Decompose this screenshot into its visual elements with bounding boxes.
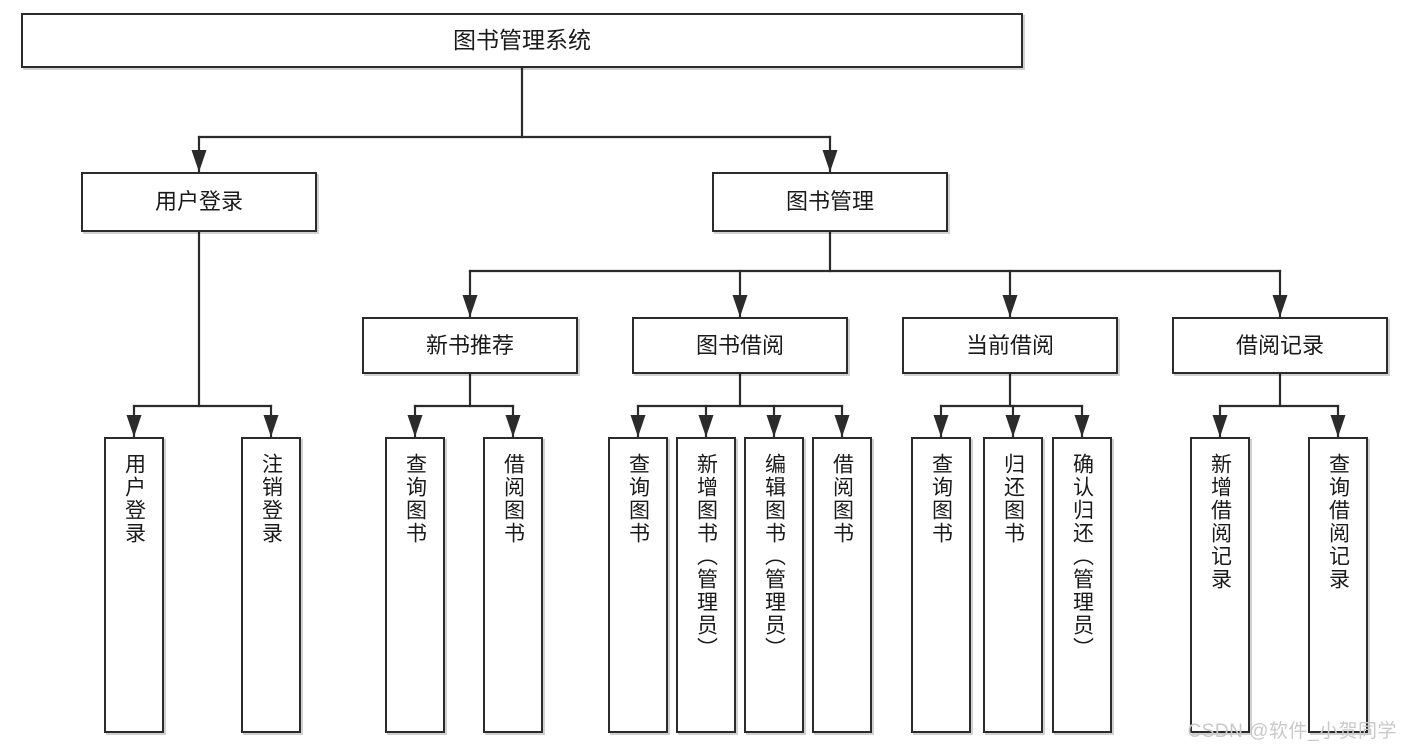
- node-borrow-record[interactable]: 借阅记录: [1172, 317, 1388, 374]
- node-leaf-borrow-book-2[interactable]: 借阅图书: [812, 437, 872, 733]
- node-label: 用户登录: [122, 453, 146, 545]
- node-label: 借阅记录: [1235, 332, 1324, 358]
- node-user-login[interactable]: 用户登录: [81, 172, 317, 232]
- node-new-book-rec[interactable]: 新书推荐: [362, 317, 578, 374]
- node-leaf-add-record[interactable]: 新增借阅记录: [1190, 437, 1250, 733]
- node-leaf-confirm-return[interactable]: 确认归还（管理员）: [1052, 437, 1112, 733]
- node-leaf-borrow-book-1[interactable]: 借阅图书: [483, 437, 543, 733]
- node-leaf-query-book-2[interactable]: 查询图书: [608, 437, 668, 733]
- arrowhead: [933, 415, 949, 437]
- node-label: 借阅图书: [501, 453, 525, 545]
- arrowhead: [630, 415, 646, 437]
- arrowhead: [1330, 415, 1346, 437]
- arrowhead: [1074, 415, 1090, 437]
- arrowhead: [462, 295, 478, 317]
- node-current-borrow[interactable]: 当前借阅: [902, 317, 1118, 374]
- node-label: 用户登录: [154, 189, 243, 215]
- arrowhead: [1212, 415, 1228, 437]
- node-label: 图书借阅: [695, 332, 784, 358]
- node-leaf-user-login[interactable]: 用户登录: [104, 437, 164, 733]
- node-leaf-query-book-3[interactable]: 查询图书: [911, 437, 971, 733]
- node-label: 注销登录: [259, 453, 283, 545]
- node-label: 查询借阅记录: [1326, 453, 1350, 591]
- node-label: 借阅图书: [830, 453, 854, 545]
- arrowhead: [732, 295, 748, 317]
- node-label: 新增借阅记录: [1208, 453, 1232, 591]
- arrowhead: [407, 415, 423, 437]
- node-label: 编辑图书（管理员）: [762, 453, 786, 660]
- node-leaf-return-book[interactable]: 归还图书: [983, 437, 1043, 733]
- arrowhead: [191, 150, 207, 172]
- arrowhead: [822, 150, 838, 172]
- arrowhead: [263, 415, 279, 437]
- node-label: 查询图书: [626, 453, 650, 545]
- node-leaf-query-book-1[interactable]: 查询图书: [385, 437, 445, 733]
- node-label: 新增图书（管理员）: [694, 453, 718, 660]
- arrowhead: [834, 415, 850, 437]
- node-leaf-edit-book[interactable]: 编辑图书（管理员）: [744, 437, 804, 733]
- arrowhead: [1272, 295, 1288, 317]
- node-book-borrow[interactable]: 图书借阅: [632, 317, 848, 374]
- arrowhead: [1005, 415, 1021, 437]
- node-book-manage[interactable]: 图书管理: [712, 172, 948, 232]
- node-root[interactable]: 图书管理系统: [21, 13, 1023, 68]
- node-label: 查询图书: [403, 453, 427, 545]
- node-leaf-logout[interactable]: 注销登录: [241, 437, 301, 733]
- node-leaf-query-record[interactable]: 查询借阅记录: [1308, 437, 1368, 733]
- arrowhead: [126, 415, 142, 437]
- arrowhead: [505, 415, 521, 437]
- node-label: 图书管理: [785, 189, 874, 215]
- node-label: 图书管理系统: [453, 27, 591, 54]
- node-label: 当前借阅: [965, 332, 1054, 358]
- arrowhead: [1002, 295, 1018, 317]
- arrowhead: [766, 415, 782, 437]
- node-label: 归还图书: [1001, 453, 1025, 545]
- node-leaf-add-book[interactable]: 新增图书（管理员）: [676, 437, 736, 733]
- node-label: 新书推荐: [425, 332, 514, 358]
- node-label: 确认归还（管理员）: [1070, 453, 1094, 660]
- csdn-watermark: CSDN @软件_小贺同学: [1187, 721, 1397, 742]
- arrowhead: [698, 415, 714, 437]
- node-label: 查询图书: [929, 453, 953, 545]
